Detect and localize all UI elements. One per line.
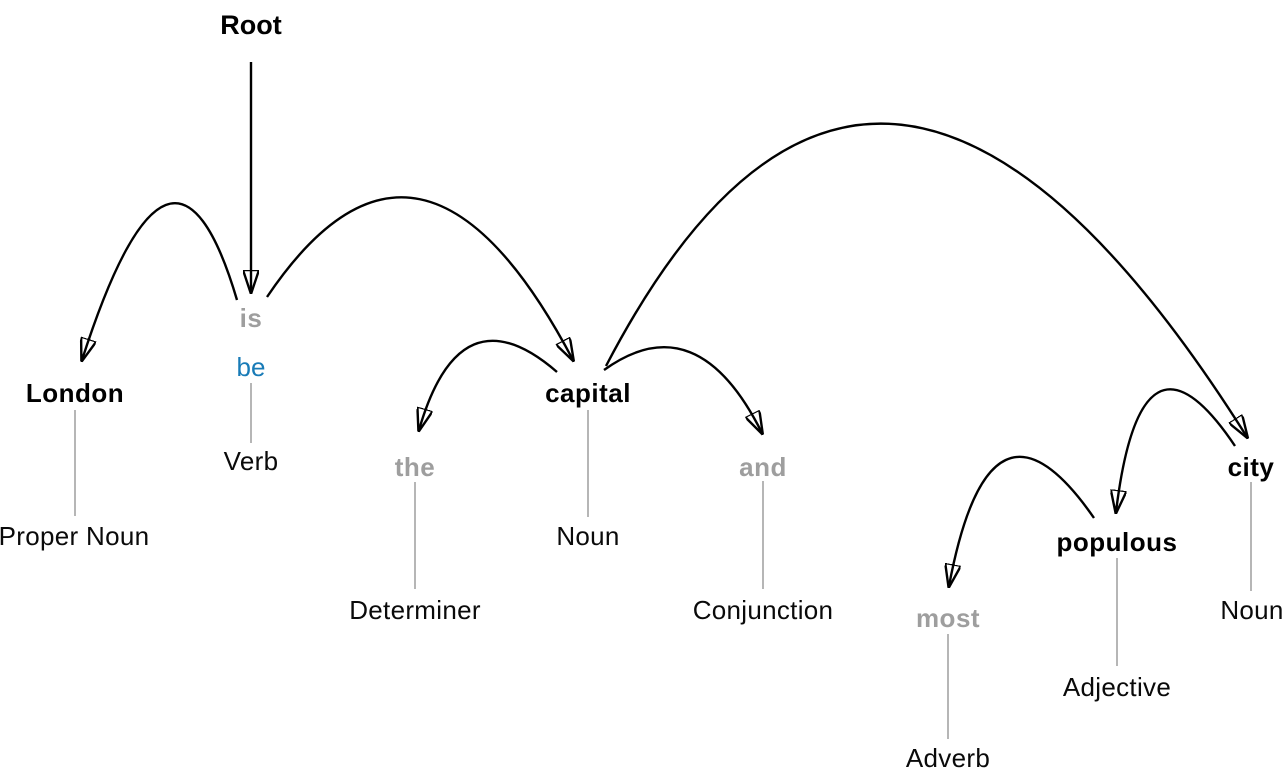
word-capital: capital — [545, 378, 631, 408]
pos-label-conjunction: Conjunction — [692, 595, 834, 625]
edge-is-london — [82, 202, 239, 360]
pos-label-adverb: Adverb — [905, 743, 991, 773]
word-most: most — [915, 603, 981, 633]
edge-capital-and — [603, 346, 762, 433]
word-city: city — [1227, 452, 1275, 482]
pos-label-proper-noun: Proper Noun — [0, 521, 150, 551]
edge-is-capital — [266, 196, 573, 360]
root-node: Root — [220, 10, 282, 40]
edge-capital-city — [604, 122, 1247, 437]
word-and: and — [739, 452, 787, 482]
word-london: London — [25, 378, 125, 408]
edge-populous-most — [949, 455, 1095, 586]
pos-label-verb: Verb — [223, 446, 279, 476]
edge-capital-the — [419, 339, 558, 430]
word-the: the — [394, 452, 436, 482]
word-is: is — [239, 303, 263, 333]
word-populous: populous — [1056, 527, 1178, 557]
lemma-be: be — [236, 352, 266, 382]
pos-label-noun-capital: Noun — [556, 521, 620, 551]
pos-label-noun-city: Noun — [1220, 595, 1284, 625]
edge-city-populous — [1116, 388, 1236, 512]
pos-label-adjective: Adjective — [1062, 672, 1172, 702]
pos-label-determiner: Determiner — [349, 595, 481, 625]
